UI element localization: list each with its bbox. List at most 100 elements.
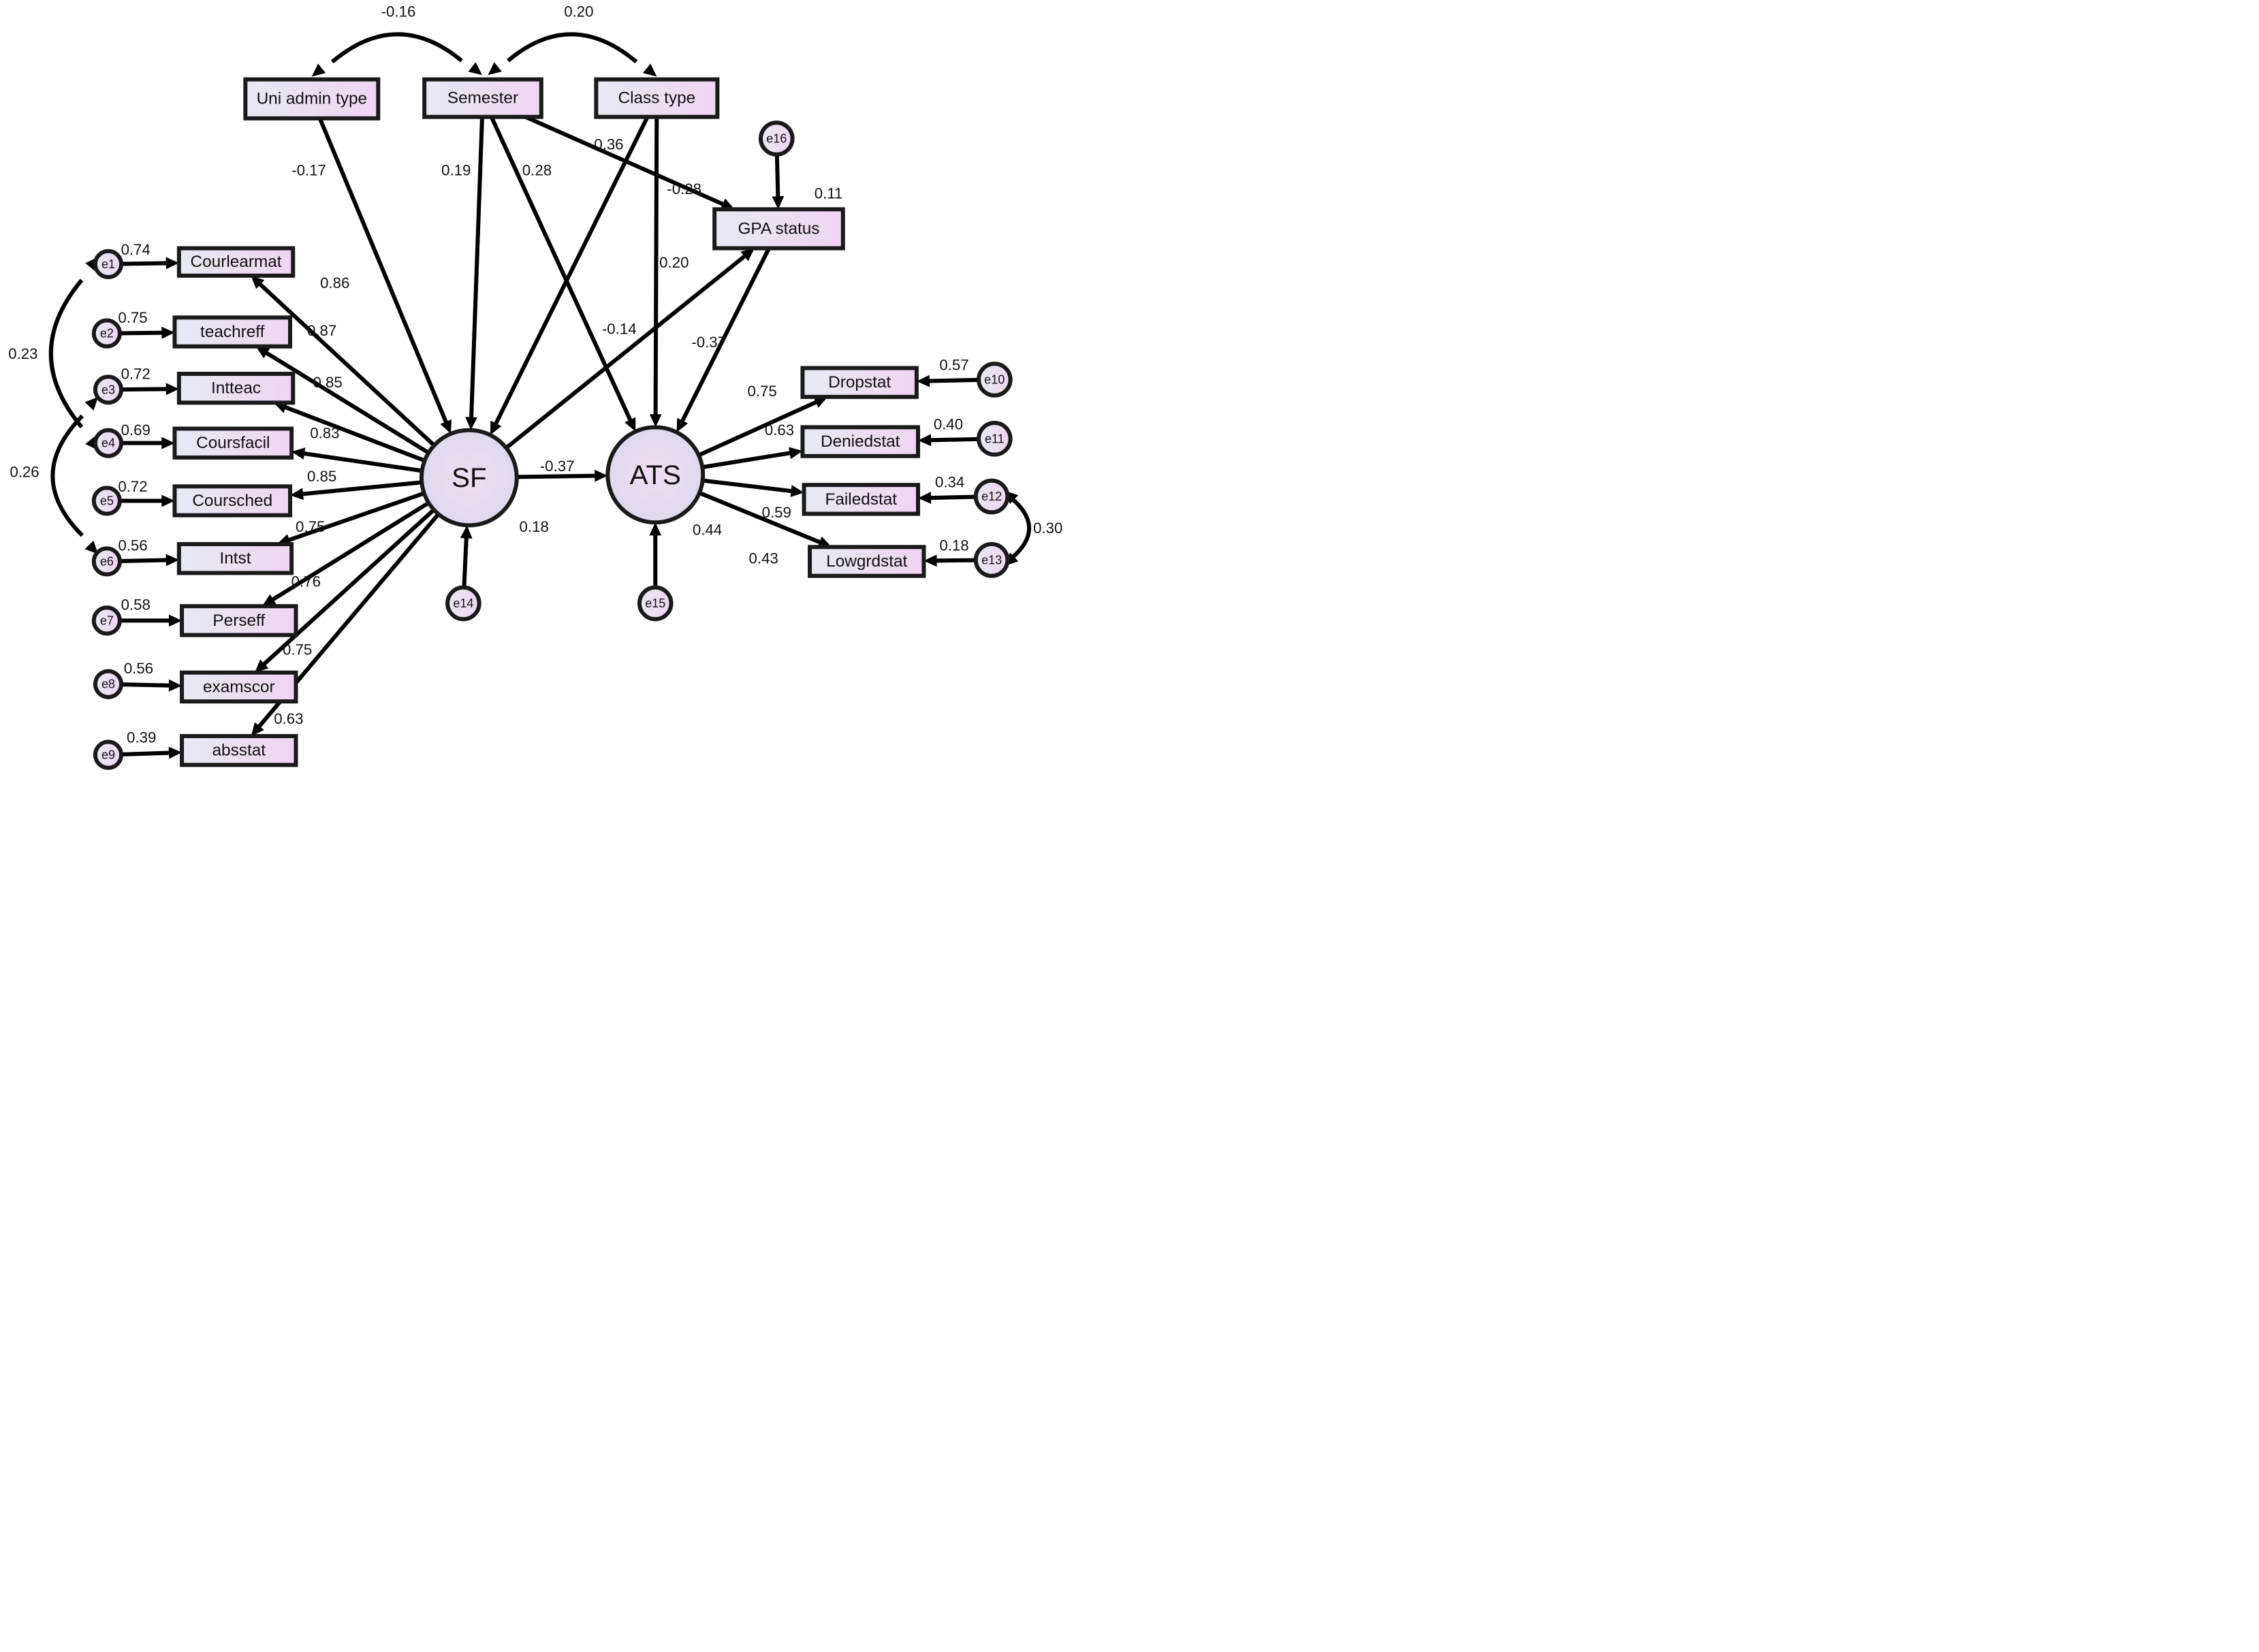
coef-e11-deniedstat: 0.40	[934, 416, 963, 433]
node-e14	[445, 585, 481, 622]
coef-e5-coursched: 0.72	[118, 478, 147, 495]
coef-sf-gpa: -0.14	[602, 321, 637, 338]
node-label-perseff: Perseff	[212, 611, 265, 630]
coef-semester-gpa: -0.28	[667, 180, 701, 197]
node-e3	[93, 375, 124, 405]
node-intteac	[176, 371, 296, 405]
arrowhead-ats-to-lowgrdstat	[817, 536, 832, 548]
arrowhead-sf-to-coursfacil	[291, 447, 306, 460]
coef-e2-teachreff: 0.75	[118, 309, 147, 326]
coef-semester-sf: 0.19	[441, 162, 471, 179]
cov-coef-e3-e6: 0.26	[10, 464, 39, 481]
arrowhead-e5-to-coursched	[161, 494, 175, 507]
arrowhead-e2-to-teachreff	[161, 326, 175, 339]
coef-e8-examscor: 0.56	[124, 660, 153, 677]
coef-ats-failedstat: 0.59	[762, 504, 791, 521]
node-label-e8: e8	[101, 678, 115, 691]
node-label-e13: e13	[981, 553, 1002, 567]
node-label-e9: e9	[101, 748, 115, 761]
arrowhead-ats-to-failedstat	[790, 485, 804, 497]
node-coursfacil	[172, 426, 294, 460]
arrowhead-e14-to-sf	[460, 525, 473, 539]
node-label-e15: e15	[645, 597, 665, 610]
path-sf-to-intteac	[281, 404, 426, 463]
path-sf-to-courlearmat	[255, 280, 436, 447]
path-sf-to-coursched	[298, 480, 422, 496]
node-examscor	[180, 670, 298, 704]
node-label-dropstat: Dropstat	[828, 373, 891, 392]
cov-coef-e1-e4: 0.23	[8, 345, 37, 362]
node-e2	[91, 318, 122, 349]
node-courlearmat	[176, 246, 296, 278]
path-sf-to-coursfacil	[300, 451, 423, 473]
coef-sf-ats: -0.37	[540, 458, 575, 475]
path-e12-to-failedstat	[926, 494, 976, 501]
node-uniadmin	[243, 77, 381, 121]
arrowhead-e12-to-failedstat	[918, 492, 932, 504]
covariance-head-semester	[468, 62, 482, 76]
coef-sf-teachreff: 0.87	[307, 322, 336, 339]
node-e7	[91, 605, 122, 636]
covariance-e3-e6	[50, 414, 84, 537]
node-e4	[93, 428, 124, 458]
node-dropstat	[800, 366, 919, 399]
r-squared-gpa: 0.11	[815, 185, 843, 202]
path-ats-to-deniedstat	[701, 450, 795, 470]
arrowhead-sf-to-teachreff	[255, 346, 270, 359]
arrowhead-sf-to-gpa	[740, 248, 755, 261]
path-ats-to-failedstat	[702, 478, 796, 494]
path-e16-to-gpa	[774, 154, 780, 201]
path-semester-to-sf	[469, 116, 484, 422]
node-label-e2: e2	[100, 327, 114, 340]
path-sf-to-teachreff	[262, 349, 430, 455]
node-e8	[93, 669, 124, 699]
coef-classtype-sf: -0.36	[589, 136, 624, 153]
coef-sf-intteac: 0.85	[313, 374, 342, 391]
node-e15	[637, 585, 674, 622]
arrowhead-sf-to-coursched	[290, 488, 304, 501]
node-e9	[93, 740, 124, 770]
path-e2-to-teachreff	[119, 330, 166, 336]
r-squared-ats: 0.44	[693, 521, 722, 538]
node-label-e10: e10	[984, 372, 1005, 386]
path-sf-to-examscor	[259, 508, 436, 669]
path-ats-to-lowgrdstat	[698, 491, 825, 546]
path-e9-to-absstat	[121, 750, 174, 757]
arrowhead-sf-to-perseff	[262, 594, 277, 607]
node-label-e11: e11	[985, 432, 1005, 445]
node-label-e6: e6	[100, 554, 114, 568]
arrowhead-e13-to-lowgrdstat	[923, 554, 937, 567]
path-sf-to-ats	[516, 473, 599, 479]
covariance-head-e6	[84, 540, 99, 554]
node-label-teachreff: teachreff	[200, 323, 265, 341]
path-gpa-to-ats	[678, 247, 771, 426]
node-label-lowgrdstat: Lowgrdstat	[826, 552, 907, 571]
node-sf	[419, 428, 519, 528]
cov-coef-semester-classtype: 0.20	[564, 3, 593, 20]
coef-ats-dropstat: 0.75	[747, 383, 776, 400]
node-label-e14: e14	[453, 597, 473, 610]
arrowhead-e11-to-deniedstat	[918, 434, 932, 447]
node-label-e12: e12	[981, 490, 1002, 503]
arrowhead-semester-to-ats	[625, 417, 636, 432]
node-e13	[973, 542, 1010, 578]
coef-e9-absstat: 0.39	[127, 729, 156, 746]
node-ats	[605, 425, 706, 525]
covariance-head-semester	[488, 62, 502, 76]
arrowhead-classtype-to-sf	[490, 420, 502, 435]
path-e13-to-lowgrdstat	[932, 558, 976, 563]
coef-uniadmin-sf: -0.17	[291, 162, 326, 179]
coef-e7-perseff: 0.58	[121, 597, 151, 614]
arrowhead-semester-to-sf	[465, 417, 477, 430]
covariance-head-uniadmin	[311, 63, 326, 77]
coef-ats-deniedstat: 0.63	[765, 422, 794, 439]
node-e16	[758, 121, 795, 157]
node-gpa	[712, 207, 845, 251]
arrowhead-uniadmin-to-sf	[440, 419, 452, 434]
node-label-sf: SF	[452, 462, 486, 493]
arrowhead-e15-to-ats	[649, 522, 662, 536]
node-intst	[176, 542, 294, 575]
covariance-head-e3	[84, 396, 99, 411]
path-e3-to-intteac	[121, 387, 171, 392]
node-label-intteac: Intteac	[211, 379, 261, 398]
